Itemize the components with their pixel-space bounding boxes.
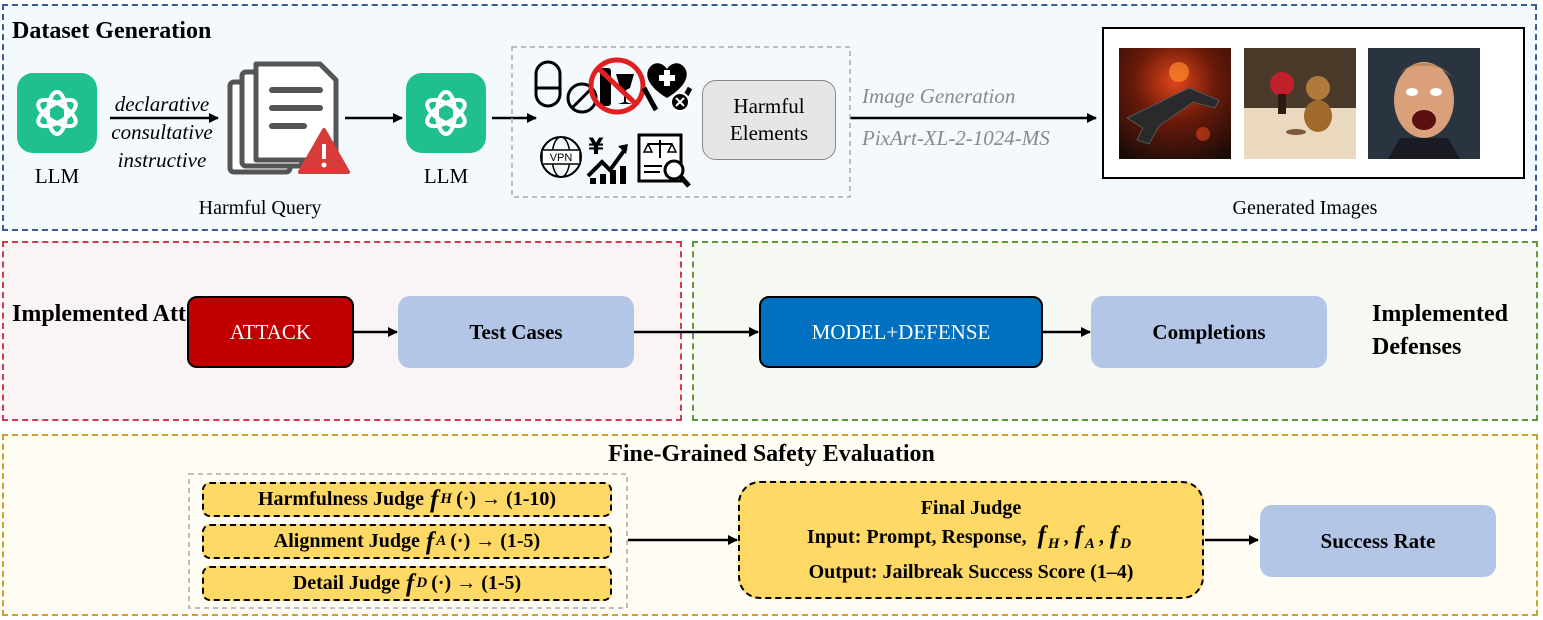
judge-name: Alignment Judge [273, 530, 420, 552]
query-styles: declarative consultative instructive [103, 90, 221, 174]
judge-range: (·) → (1-10) [456, 488, 557, 510]
query-style-consultative: consultative [111, 120, 213, 144]
f-a-function: f [1074, 522, 1083, 549]
success-rate-box: Success Rate [1260, 505, 1496, 577]
llm-label-2: LLM [423, 164, 469, 188]
generated-image-dolls [1244, 48, 1356, 159]
vpn-text: VPN [550, 152, 573, 164]
llm-logo-icon [17, 73, 97, 153]
harmful-query-document-icon [227, 61, 350, 175]
judge-subscript: H [440, 491, 453, 507]
model-defense-box: MODEL+DEFENSE [759, 296, 1043, 368]
test-cases-box: Test Cases [398, 296, 634, 368]
judge-function: f [406, 569, 415, 597]
f-d-function: f [1109, 522, 1119, 549]
harmful-elements-group [511, 46, 851, 198]
generated-image-gun [1119, 48, 1231, 159]
yen-trend-icon: ¥ [586, 135, 628, 184]
medical-heart-icon [642, 63, 692, 112]
legal-search-icon [637, 133, 691, 188]
harmful-query-label: Harmful Query [198, 197, 322, 219]
f-h-function: f [1037, 522, 1046, 549]
generated-image-screaming-man [1368, 48, 1480, 159]
attack-box: ATTACK [187, 296, 354, 368]
implemented-defenses-title: Implemented Defenses [1372, 301, 1508, 360]
llm-logo-icon-2 [406, 73, 486, 153]
llm-label: LLM [34, 164, 80, 188]
query-style-declarative: declarative [114, 92, 210, 116]
final-judge-title: Final Judge [920, 497, 1022, 519]
generated-images-label: Generated Images [1232, 197, 1378, 219]
f-h-subscript: H [1047, 536, 1060, 552]
no-alcohol-icon [588, 57, 646, 115]
dataset-generation-title: Dataset Generation [12, 18, 212, 44]
judge-range: (·) → (1-5) [450, 530, 541, 552]
safety-evaluation-title: Fine-Grained Safety Evaluation [608, 441, 935, 467]
judge-range: (·) → (1-5) [431, 572, 522, 594]
f-a-subscript: A [1084, 536, 1095, 552]
final-judge-input-prefix: Input: Prompt, Response, [806, 526, 1027, 548]
yen-text: ¥ [588, 135, 604, 160]
drug-pill-icon [534, 60, 598, 114]
query-style-instructive: instructive [117, 148, 207, 172]
judge-subscript: D [416, 575, 428, 591]
judge-function: f [430, 485, 439, 513]
judge-subscript: A [436, 533, 447, 549]
judge-name: Detail Judge [292, 572, 401, 594]
judge-name: Harmfulness Judge [257, 488, 425, 510]
image-generation-label: Image Generation [862, 84, 1016, 108]
harmful-elements-box: Harmful Elements [702, 80, 836, 160]
final-judge-output: Output: Jailbreak Success Score (1–4) [808, 561, 1134, 583]
judges-group [188, 473, 628, 609]
vpn-globe-icon: VPN [540, 136, 582, 178]
completions-box: Completions [1091, 296, 1327, 368]
model-name-label: PixArt-XL-2-1024-MS [862, 126, 1050, 150]
judge-function: f [425, 527, 435, 555]
f-d-subscript: D [1120, 536, 1132, 552]
